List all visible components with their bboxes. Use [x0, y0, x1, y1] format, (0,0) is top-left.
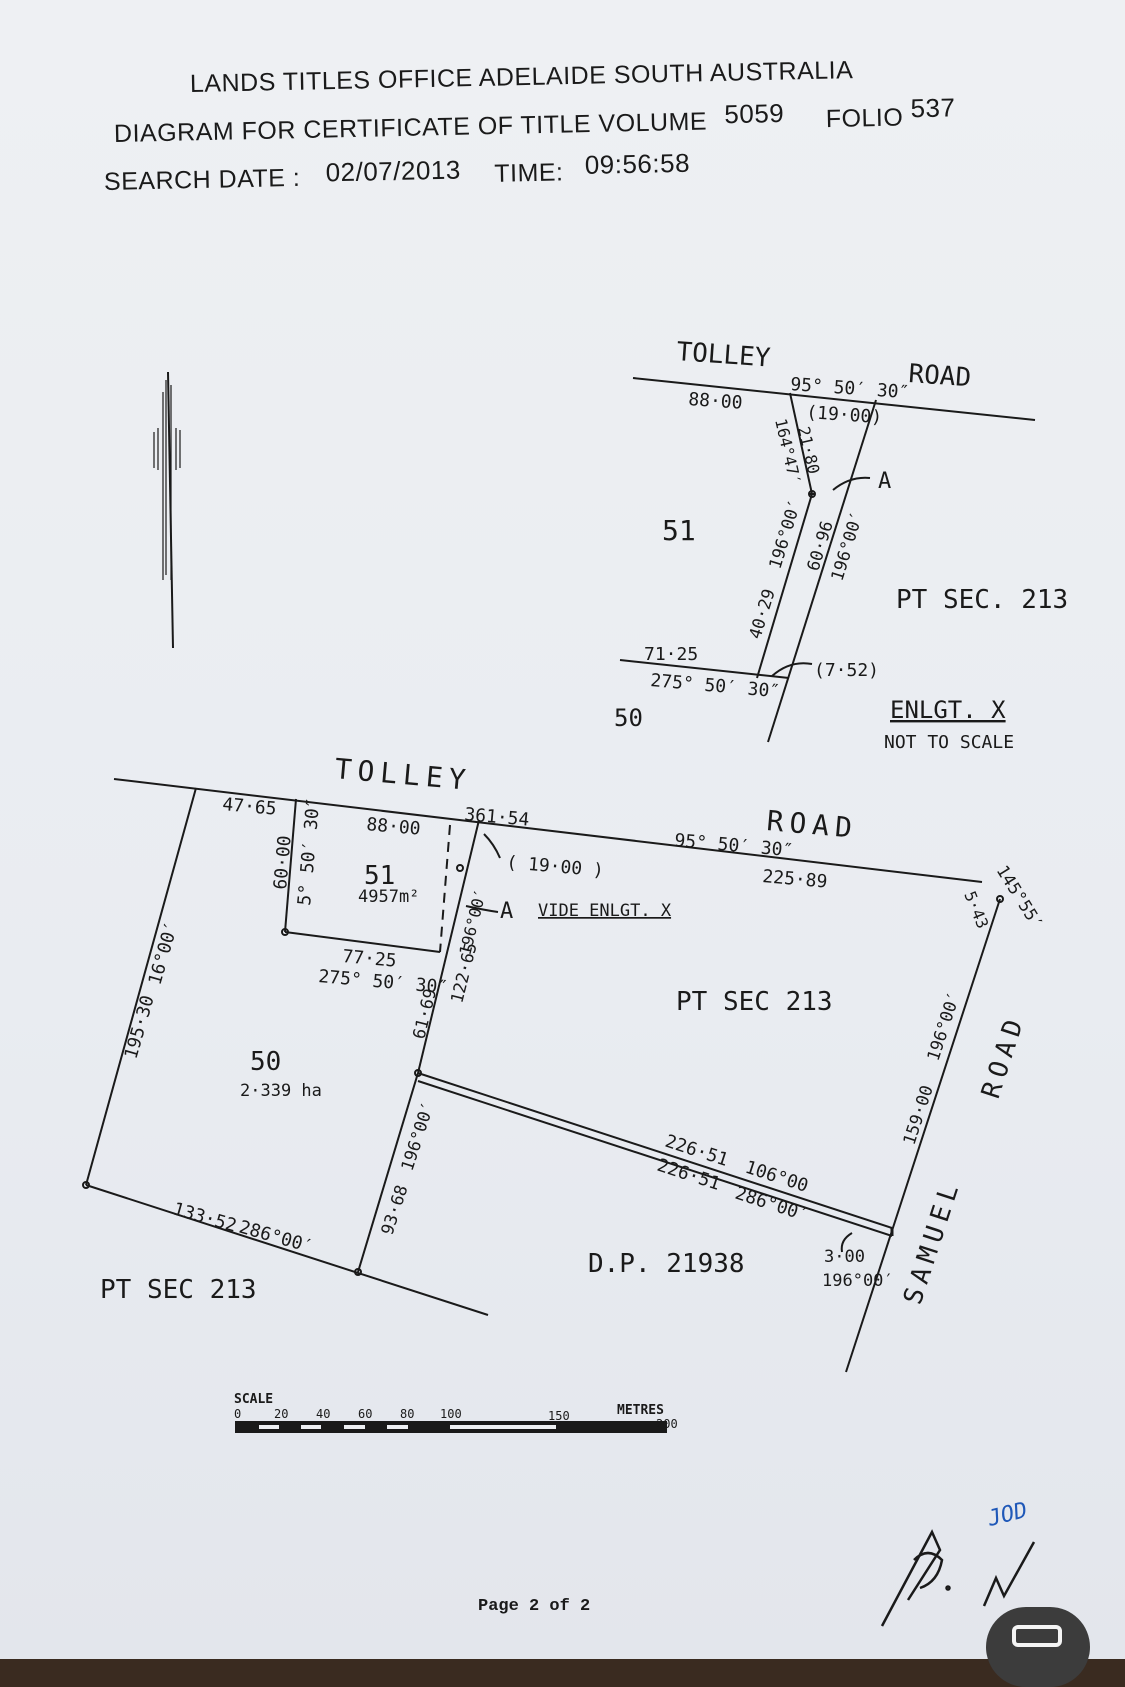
enlgt-sec-label: PT SEC. 213 — [896, 585, 1068, 615]
scale-tick-60: 60 — [358, 1407, 372, 1421]
scale-tick-150: 150 — [548, 1409, 570, 1423]
lot-50: 50 — [250, 1047, 281, 1077]
north-arrow-icon — [153, 371, 181, 649]
scale-tick-100: 100 — [440, 1407, 462, 1421]
dp-number: D.P. 21938 — [588, 1249, 745, 1279]
dim-8800: 88·00 — [366, 814, 422, 840]
dim-19530: 195·30 — [121, 993, 159, 1061]
enlgt-dim-1900: (19·00) — [806, 402, 883, 428]
enlgt-marker-a: A — [878, 469, 891, 494]
dim-13352: 133·52 — [171, 1199, 239, 1237]
bearing-196bot: 196°00′ — [822, 1271, 894, 1291]
marker-a: A — [500, 899, 513, 924]
enlgt-note: NOT TO SCALE — [884, 732, 1014, 753]
dim-7725: 77·25 — [342, 946, 398, 972]
enlgt-road-road: ROAD — [908, 359, 973, 393]
scale-tick-40: 40 — [316, 1407, 330, 1421]
road-vertical: ROAD — [976, 1011, 1031, 1103]
road-samuel: SAMUEL — [898, 1175, 967, 1308]
enlargement-linework — [619, 377, 1036, 743]
enlgt-bearing-top: 95° 50′ 30″ — [790, 374, 910, 403]
parcel-linework — [82, 490, 1004, 1373]
scale-tick-0: 0 — [234, 1407, 241, 1421]
dim-543: 5·43 — [960, 888, 992, 931]
scale-units: METRES — [617, 1403, 664, 1418]
page-footer: Page 2 of 2 — [478, 1597, 591, 1616]
dim-22589: 225·89 — [762, 866, 829, 893]
dim-12265: 122·65 — [447, 941, 481, 1005]
enlgt-lot-50: 50 — [614, 704, 643, 732]
enlgt-dim-88: 88·00 — [688, 389, 744, 414]
enlgt-lot-51: 51 — [662, 514, 696, 547]
dim-4765: 47·65 — [222, 794, 278, 820]
lot-51: 51 — [364, 861, 395, 891]
dim-300: 3·00 — [824, 1247, 865, 1267]
dim-15900: 159·00 — [900, 1083, 938, 1148]
scale-tick-80: 80 — [400, 1407, 414, 1421]
bearing-196mid: 196°00′ — [398, 1099, 439, 1173]
main-road-tolley: TOLLEY — [333, 752, 473, 797]
screenshot-overlay-button[interactable] — [986, 1607, 1090, 1687]
scale-tick-20: 20 — [274, 1407, 288, 1421]
enlgt-dim-7125: 71·25 — [644, 644, 698, 665]
signature-initials: JOD — [984, 1498, 1030, 1532]
scale-bar — [235, 1421, 667, 1433]
bearing-286a: 286°00′ — [237, 1217, 316, 1258]
area-50: 2·339 ha — [240, 1081, 322, 1101]
enlgt-bearing-196b: 196°00′ — [828, 509, 868, 583]
pt-sec-bottom: PT SEC 213 — [100, 1275, 257, 1305]
dim-1900: ( 19·00 ) — [506, 852, 605, 881]
enlgt-title: ENLGT. X — [890, 696, 1006, 724]
pt-sec-center: PT SEC 213 — [676, 987, 833, 1017]
bearing-550: 5° 50′ 30″ — [294, 797, 324, 907]
area-51: 4957m² — [358, 887, 419, 907]
scale-label: SCALE — [234, 1392, 273, 1407]
signature — [880, 1529, 1036, 1627]
dim-6000: 60·00 — [270, 835, 296, 891]
vide-enlgt: VIDE ENLGT. X — [538, 901, 672, 921]
bearing-14555: 145°55′ — [992, 862, 1047, 933]
enlgt-dim-752: (7·52) — [814, 660, 879, 681]
scale-tick-200: 200 — [656, 1417, 678, 1431]
enlgt-road-tolley: TOLLEY — [676, 337, 772, 374]
enlgt-dim-4029: 40·29 — [746, 587, 780, 642]
crop-icon — [1012, 1625, 1062, 1647]
dim-36154: 361·54 — [464, 804, 531, 831]
main-road-road: ROAD — [765, 804, 859, 845]
